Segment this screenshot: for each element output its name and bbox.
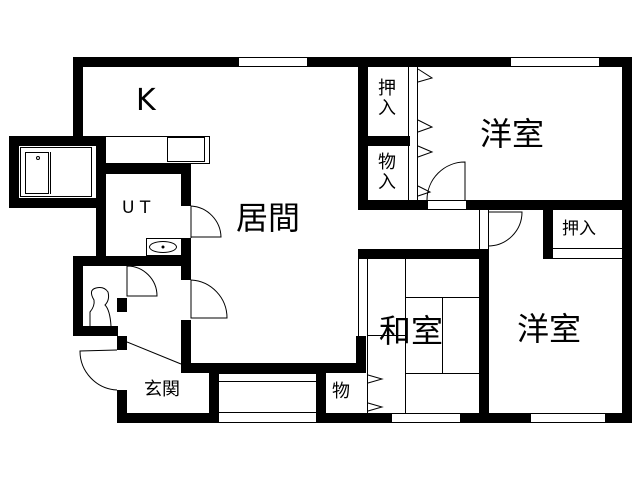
door-swing-ut xyxy=(190,205,222,238)
window-bottom-western-2 xyxy=(530,413,606,423)
tatami-line xyxy=(405,259,406,413)
wall-japanese-left xyxy=(356,336,366,373)
wall-hall-right-lower xyxy=(181,320,191,373)
wall-bath-bottom xyxy=(9,198,106,208)
wall-closet1-divider xyxy=(358,136,410,146)
wall-entrance-left-a xyxy=(117,336,127,350)
wall-storage2-left xyxy=(316,363,326,423)
room-label-western-2: 洋室 xyxy=(517,310,582,348)
wall-bottom-entrance xyxy=(117,413,219,423)
wash-basin-drain-icon xyxy=(161,245,165,249)
closet-slide-mark xyxy=(417,119,434,133)
door-swing-western1 xyxy=(426,161,466,201)
tatami-line xyxy=(367,335,405,336)
wall-bath-top xyxy=(9,136,106,146)
storage-label-storage-2: 物 xyxy=(332,381,350,402)
room-label-japanese: 和室 xyxy=(379,312,444,350)
storage-label-closet-2: 押入 xyxy=(562,219,596,239)
window-top-living xyxy=(238,57,308,67)
closet1-front-line xyxy=(408,67,409,200)
room-label-kitchen: K xyxy=(136,83,156,118)
wall-ut-top xyxy=(96,164,190,174)
window-line xyxy=(219,422,316,423)
wall-toilet-left xyxy=(73,256,83,336)
closet-slide-mark xyxy=(417,68,434,83)
door-swing-living xyxy=(190,279,228,319)
window-top-western-1 xyxy=(510,57,600,67)
wall-closet2-left xyxy=(543,200,553,259)
closet-slide-mark xyxy=(417,145,434,158)
wall-hall-right-upper xyxy=(181,266,191,280)
door-frame-corridor xyxy=(488,210,489,250)
wall-top xyxy=(73,57,632,67)
wall-entrance-right xyxy=(209,363,219,423)
wash-basin-bowl xyxy=(149,241,177,253)
room-label-entrance: 玄関 xyxy=(144,379,180,400)
wall-ut-bottom xyxy=(73,256,191,266)
closet2-front-line xyxy=(553,258,622,259)
door-opening-western1 xyxy=(427,200,467,210)
storage-slide-mark xyxy=(367,402,384,412)
window-line xyxy=(219,412,316,413)
wall-bottom-right xyxy=(316,413,632,423)
closet-slide-mark xyxy=(417,185,432,197)
wall-entrance-left-b xyxy=(117,390,127,423)
door-swing-entrance xyxy=(79,349,118,391)
storage-label-closet-1: 押入 xyxy=(375,78,396,118)
room-label-utility: U T xyxy=(122,198,151,218)
wall-corridor-bottom xyxy=(358,249,488,259)
wall-toilet-bottom xyxy=(73,326,118,336)
wall-bath-right xyxy=(96,136,106,166)
closet1-front-line xyxy=(417,67,418,200)
wall-japanese-right xyxy=(479,249,489,423)
wall-ut-right-upper xyxy=(181,164,191,206)
tatami-line xyxy=(442,297,443,373)
wall-toilet-right-a xyxy=(117,298,127,312)
door-swing-western2 xyxy=(487,211,523,247)
kitchen-sink xyxy=(167,137,205,162)
storage-label-storage-1: 物入 xyxy=(375,152,396,192)
wall-western1-left xyxy=(358,57,368,209)
closet2-front-line xyxy=(553,248,622,249)
door-frame-corridor xyxy=(479,210,480,250)
tatami-line xyxy=(405,373,479,374)
storage-slide-mark xyxy=(367,374,384,384)
japanese-room-sliding-line xyxy=(358,258,359,338)
window-line xyxy=(219,381,316,382)
window-bottom-japanese xyxy=(391,413,461,423)
bathtub-drain-icon xyxy=(36,156,40,160)
toilet-icon xyxy=(89,287,112,327)
wall-ut-left xyxy=(96,164,106,264)
door-swing-toilet xyxy=(126,265,158,297)
wall-bath-left xyxy=(9,136,19,208)
wall-living-bottom xyxy=(181,363,316,373)
wall-left-kitchen xyxy=(73,57,83,137)
bath-divider xyxy=(50,152,90,194)
room-label-living: 居間 xyxy=(236,199,301,237)
room-label-western-1: 洋室 xyxy=(480,115,545,153)
wall-storage2-top xyxy=(316,363,360,373)
wall-right xyxy=(622,57,632,423)
entrance-step-line xyxy=(126,341,182,365)
wall-western1-bottom xyxy=(358,200,632,210)
